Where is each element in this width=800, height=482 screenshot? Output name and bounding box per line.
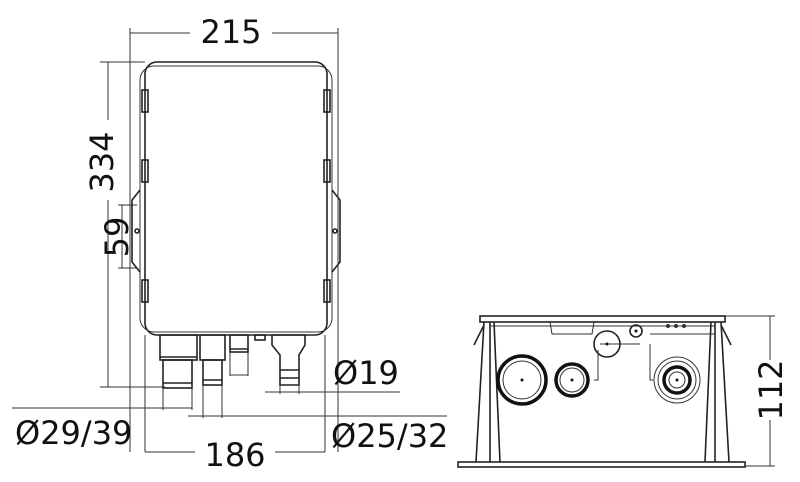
outlet-right-label: Ø25/32 [331, 417, 448, 455]
body-sides [489, 322, 716, 462]
port-right [653, 356, 701, 404]
top-view: 215 334 59 186 Ø19 Ø29/39 Ø25/32 [12, 13, 448, 474]
port-small [593, 330, 621, 358]
side-dimension-lines [725, 315, 775, 467]
mounting-brackets [131, 89, 341, 303]
width-dimension-label: 215 [200, 13, 261, 51]
bracket-spacing-label: 59 [98, 217, 136, 258]
side-height-label: 112 [752, 359, 790, 420]
base-flange [457, 461, 746, 468]
outlet-fittings [159, 334, 306, 389]
dimension-lines [12, 28, 447, 453]
outlet-small-label: Ø19 [333, 354, 399, 392]
legs [475, 321, 730, 463]
indicator-dots [666, 324, 686, 328]
top-rim [479, 315, 726, 323]
side-view: 112 [457, 315, 790, 468]
housing-body [144, 61, 328, 336]
bottom-width-label: 186 [204, 436, 265, 474]
height-dimension-label: 334 [83, 131, 121, 192]
port-tiny [629, 324, 643, 338]
outlet-left-label: Ø29/39 [15, 414, 132, 452]
port-large [496, 354, 548, 406]
housing-rim [139, 65, 333, 333]
port-medium [554, 362, 590, 398]
